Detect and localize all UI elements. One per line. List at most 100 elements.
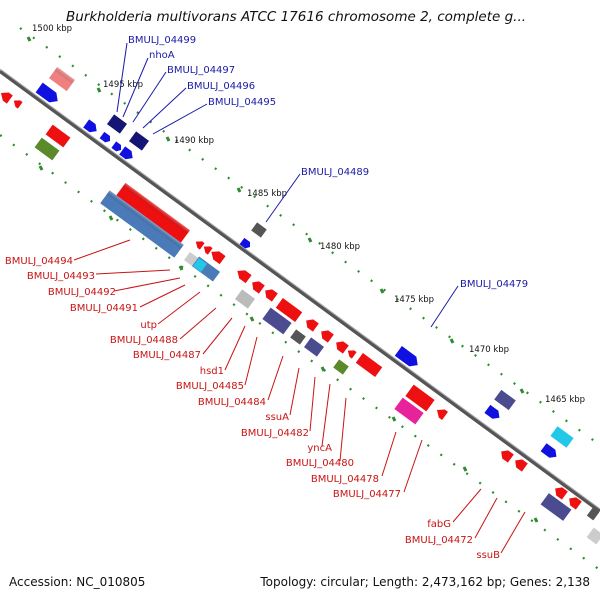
tick-label: 1495 kbp [103,80,143,90]
gene-block [100,190,184,258]
gene-block [275,298,303,322]
gene-label: hsd1 [200,366,224,377]
gene-arrow [203,246,213,255]
gene-label: BMULJ_04494 [5,256,73,267]
gene-block [45,124,71,148]
gene-arrow [484,404,500,419]
gene-block [394,397,424,425]
gene-arrow [569,497,582,510]
gene-arrow [35,82,58,103]
gene-block [129,131,149,151]
gene-arrow [306,319,319,332]
gene-arrow [237,270,252,284]
major-tick [249,316,255,322]
major-tick [391,416,397,422]
major-tick [320,366,326,372]
gene-label: utp [140,320,157,331]
gene-label: BMULJ_04484 [198,397,266,408]
gene-arrow [239,237,251,249]
tick-label: 1480 kbp [320,242,360,252]
gene-block [355,353,383,377]
forward-leaders [116,42,459,328]
reverse-labels: BMULJ_04494 BMULJ_04493 BMULJ_04492 BMUL… [5,256,500,561]
gene-label: BMULJ_04487 [133,350,201,361]
gene-arrow [540,443,557,458]
gene-arrow [265,289,278,302]
gene-arrow [195,241,205,250]
major-tick [307,237,313,243]
gene-arrow [211,251,226,265]
gene-label: BMULJ_04493 [27,271,95,282]
gene-label: BMULJ_04495 [208,97,276,108]
gene-arrow [83,119,97,133]
major-tick [379,288,385,294]
accession-text: Accession: NC_010805 [9,575,146,589]
gene-block [586,527,600,545]
major-tick [108,215,114,221]
major-ticks [26,36,539,523]
major-tick [462,466,468,472]
chromosome-backbone [0,68,600,513]
forward-genes [35,66,574,458]
major-tick [165,136,171,142]
gene-block [586,507,600,521]
gene-block [184,252,198,266]
gene-arrow [394,346,418,367]
gene-block [333,359,349,375]
gene-label: BMULJ_04489 [301,167,369,178]
gene-block [304,337,324,357]
gene-block [262,307,292,335]
forward-labels: BMULJ_04499 nhoA BMULJ_04497 BMULJ_04496… [128,35,528,290]
gene-label: nhoA [149,50,175,61]
gene-arrow [13,100,23,109]
gene-label: ssuB [476,550,500,561]
gene-label: BMULJ_04485 [176,381,244,392]
major-tick [533,517,539,523]
major-tick [96,87,102,93]
reverse-genes [0,92,600,545]
gene-arrow [111,141,122,152]
gene-block [48,66,76,92]
tick-label: 1470 kbp [469,345,509,355]
gene-block [290,329,306,345]
gene-block [540,493,572,521]
tick-rail-outer [19,27,600,446]
gene-block [193,258,207,272]
gene-arrow [501,450,514,463]
tick-label: 1465 kbp [545,395,585,405]
tick-label: 1485 kbp [247,189,287,199]
tick-labels: 1500 kbp 1495 kbp 1490 kbp 1485 kbp 1480… [32,24,585,405]
gene-label: BMULJ_04479 [460,279,528,290]
gene-label: ssuA [265,412,289,423]
tick-label: 1490 kbp [174,136,214,146]
major-tick [519,388,525,394]
major-tick [449,338,455,344]
gene-arrow [336,341,349,354]
gene-arrow [347,350,357,359]
gene-label: BMULJ_04480 [286,458,354,469]
map-title: Burkholderia multivorans ATCC 17616 chro… [66,9,527,25]
gene-block [251,222,267,238]
gene-label: BMULJ_04472 [405,535,473,546]
gene-block [107,114,127,134]
gene-label: yncA [307,443,332,454]
tick-rail-inner [0,134,600,571]
gene-block [550,426,574,448]
major-tick [178,265,184,271]
gene-arrow [252,281,265,294]
gene-label: fabG [427,519,451,530]
gene-block [34,137,60,161]
major-tick [26,36,32,42]
major-tick [38,165,44,171]
gene-arrow [321,330,334,343]
gene-label: BMULJ_04477 [333,489,401,500]
gene-arrow [0,92,13,104]
gene-label: BMULJ_04482 [241,428,309,439]
gene-arrow [515,459,528,472]
tick-label: 1500 kbp [32,24,72,34]
gene-arrow [555,487,568,500]
gene-arrow [99,131,111,143]
genome-summary: Topology: circular; Length: 2,473,162 bp… [260,575,590,589]
